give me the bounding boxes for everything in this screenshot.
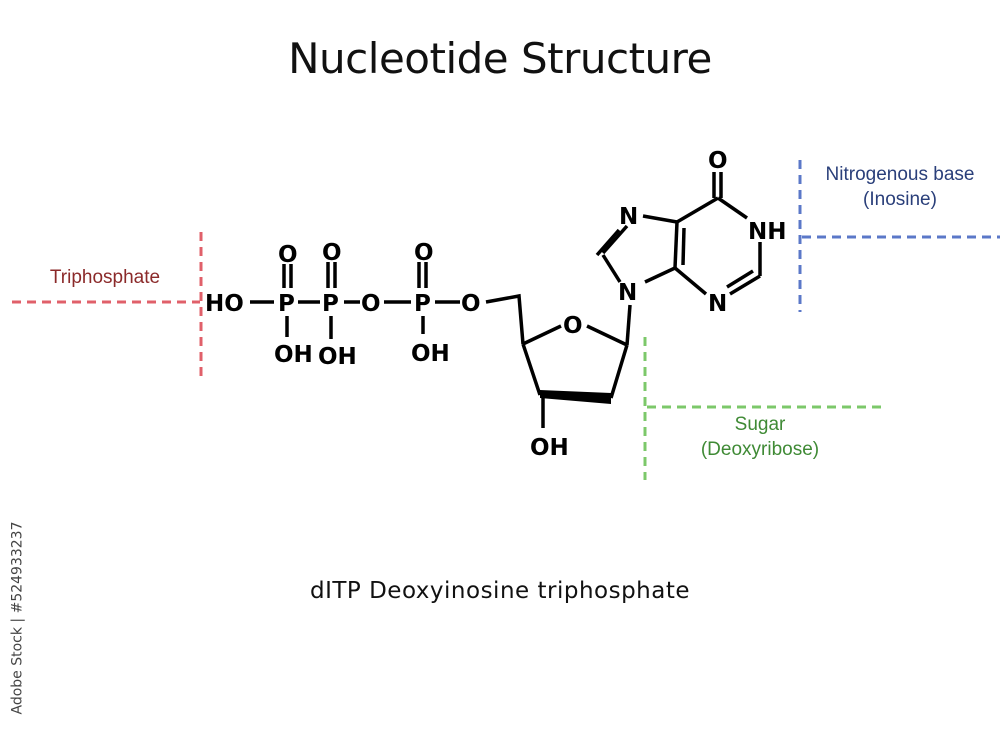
sugar-label-line1: Sugar — [734, 414, 786, 435]
atom-oh-1: OH — [274, 342, 313, 368]
atom-o-double-2: O — [322, 240, 342, 266]
atom-labels: HO P P O P O O O O OH OH OH O OH N N O N… — [205, 148, 787, 461]
atom-o-bridge-1: O — [361, 291, 381, 317]
atom-oh-3: OH — [411, 341, 450, 367]
atom-o6: O — [708, 148, 728, 174]
atom-oh-3prime: OH — [530, 435, 569, 461]
triphosphate-label: Triphosphate — [30, 265, 180, 290]
atom-n3: N — [708, 291, 727, 317]
molecule-caption: dITP Deoxyinosine triphosphate — [309, 578, 691, 604]
atom-o-double-1: O — [278, 242, 298, 268]
atom-p-beta: P — [322, 291, 339, 317]
nitrogenous-base-label-line2: (Inosine) — [863, 189, 937, 210]
sugar-label-line2: (Deoxyribose) — [700, 439, 820, 460]
base-bracket — [798, 160, 1000, 312]
nitrogenous-base-label: Nitrogenous base (Inosine) — [800, 162, 1000, 212]
atom-n9: N — [618, 280, 637, 306]
phosphate-chain-bonds — [250, 262, 525, 345]
deoxyribose-ring — [521, 304, 632, 428]
atom-nh1: NH — [748, 219, 787, 245]
nitrogenous-base-label-line1: Nitrogenous base — [825, 164, 975, 185]
stock-watermark: Adobe Stock | #524933237 — [2, 510, 32, 725]
atom-o-bridge-2: O — [461, 291, 481, 317]
inosine-base-bonds — [595, 172, 762, 296]
triphosphate-bracket — [12, 232, 203, 376]
atom-p-gamma: P — [278, 291, 295, 317]
atom-o-double-3: O — [414, 240, 434, 266]
atom-n7: N — [619, 204, 638, 230]
sugar-label: Sugar (Deoxyribose) — [670, 412, 850, 462]
page-title: Nucleotide Structure — [288, 34, 712, 83]
atom-o-ring: O — [563, 313, 583, 339]
atom-p-alpha: P — [414, 291, 431, 317]
sugar-wedge-bond — [540, 390, 611, 404]
watermark-text: Adobe Stock | #524933237 — [9, 521, 25, 714]
atom-oh-2: OH — [318, 344, 357, 370]
atom-ho-terminal: HO — [205, 291, 244, 317]
triphosphate-label-text: Triphosphate — [49, 267, 161, 288]
sugar-bracket — [643, 337, 885, 480]
